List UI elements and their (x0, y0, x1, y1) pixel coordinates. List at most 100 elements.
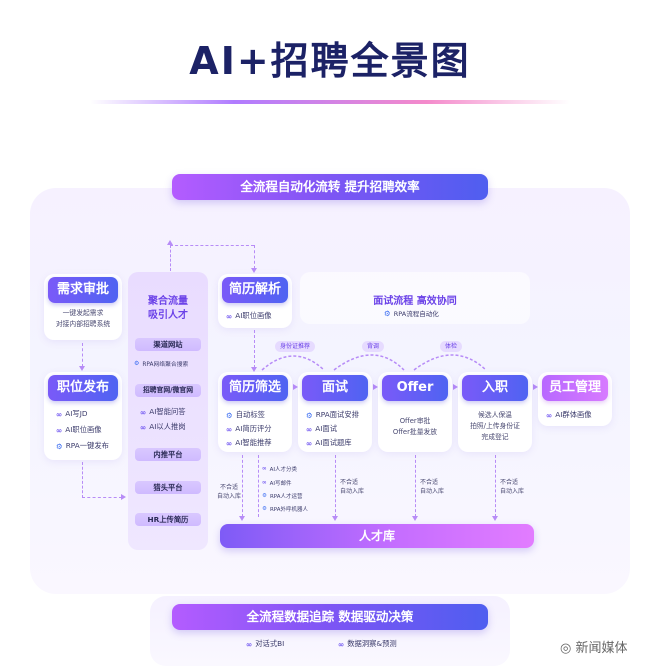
arrow-agg-up (167, 240, 173, 245)
connector-agg-right (170, 245, 254, 246)
arrow-onboard-pool (492, 516, 498, 521)
demand-desc-1: 一键发起需求 (62, 309, 104, 317)
bottom-feature-bi: ∞对话式BI (246, 639, 285, 649)
demand-desc-2: 对接内部招聘系统 (55, 320, 111, 328)
arrow-screen-pool (239, 516, 245, 521)
onboard-card: 入职 候选人保温 拍照/上传身份证 完成登记 (458, 372, 532, 452)
interview-card: 面试 ⚙RPA面试安排 ∞AI面试 ∞AI面试题库 (298, 372, 372, 452)
onboard-desc-3: 完成登记 (481, 433, 509, 441)
banner-top: 全流程自动化流转 提升招聘效率 (172, 174, 488, 200)
post-card: 职位发布 ∞AI写JD ∞AI职位画像 ⚙RPA一键发布 (44, 372, 122, 460)
parse-item: ∞AI职位画像 (226, 311, 272, 321)
demand-card: 需求审批 一键发起需求 对接内部招聘系统 (44, 274, 122, 340)
connector-parse-down (254, 245, 255, 269)
screen-sub-3: ⚙RPA人才运营 (262, 492, 303, 500)
interview-flow-title: 面试流程 高效协同 (373, 296, 457, 307)
connector-post-down (82, 462, 83, 498)
screen-title[interactable]: 简历筛选 (222, 375, 288, 401)
staff-item: ∞AI群体画像 (546, 410, 592, 420)
onboard-desc-1: 候选人保温 (478, 411, 512, 419)
interview-title[interactable]: 面试 (302, 375, 368, 401)
rpa-icon: ⚙ (384, 308, 391, 318)
aggregate-title-2: 吸引人才 (148, 310, 188, 321)
pill-background-check: 背调 (362, 341, 384, 352)
ai-icon: ∞ (306, 438, 313, 448)
staff-title[interactable]: 员工管理 (542, 375, 608, 401)
offer-card: Offer Offer审批 Offer批量发放 (378, 372, 452, 452)
connector-parse-screen (254, 330, 255, 368)
rpa-icon: ⚙ (262, 492, 267, 499)
screen-item-recommend: ∞AI智能推荐 (226, 438, 272, 448)
connector-demand-post (82, 343, 83, 367)
channel-rpa-search: ⚙RPA网络聚合搜索 (134, 359, 189, 368)
offer-desc-2: Offer批量发放 (392, 428, 438, 436)
arrow-interview-offer (373, 384, 378, 390)
talent-pool-banner: 人才库 (220, 524, 534, 548)
ai-icon: ∞ (262, 465, 267, 472)
watermark: ◎ 新闻媒体 (560, 641, 628, 656)
banner-bottom: 全流程数据追踪 数据驱动决策 (172, 604, 488, 630)
reject-label-offer: 不合适 自动入库 (420, 479, 445, 495)
parse-card: 简历解析 ∞AI职位画像 (218, 274, 292, 328)
onboard-title[interactable]: 入职 (462, 375, 528, 401)
onboard-desc-2: 拍照/上传身份证 (470, 422, 520, 430)
ai-icon: ∞ (226, 424, 233, 434)
title-underline (90, 100, 570, 104)
rpa-icon: ⚙ (262, 505, 267, 512)
channel-headhunter[interactable]: 猎头平台 (135, 481, 201, 494)
connector-post-right (82, 497, 122, 498)
process-arcs (261, 354, 487, 371)
pill-physical-exam: 体检 (440, 341, 462, 352)
aggregate-title-1: 聚合流量 (148, 296, 188, 307)
interview-item-rpa: ⚙RPA面试安排 (306, 410, 359, 420)
screen-sub-4: ⚙RPA外呼机器人 (262, 505, 308, 513)
arrow-offer-onboard (453, 384, 458, 390)
arrow-parse (251, 268, 257, 273)
arrow-parse-screen (251, 367, 257, 372)
ai-icon: ∞ (306, 424, 313, 434)
post-item-rpa-publish: ⚙RPA一键发布 (56, 441, 109, 451)
pill-id-recommend: 身份证推荐 (275, 341, 315, 352)
ai-icon: ∞ (226, 438, 233, 448)
post-item-ai-jd: ∞AI写JD (56, 409, 88, 419)
channel-websites[interactable]: 渠道网站 (135, 338, 201, 351)
channel-official-site[interactable]: 招聘官网/微官网 (135, 384, 201, 397)
arrow-screen-interview (293, 384, 298, 390)
channel-referral[interactable]: 内推平台 (135, 448, 201, 461)
staff-card: 员工管理 ∞AI群体画像 (538, 372, 612, 426)
arrow-offer-pool (412, 516, 418, 521)
ai-icon: ∞ (546, 410, 553, 420)
reject-label-interview: 不合适 自动入库 (340, 479, 365, 495)
connector-screen-pool-2 (258, 455, 259, 517)
ai-icon: ∞ (140, 422, 147, 432)
screen-item-tag: ⚙自动标签 (226, 410, 265, 420)
parse-title[interactable]: 简历解析 (222, 277, 288, 303)
official-ai-qa: ∞AI智能问答 (140, 407, 186, 417)
official-ai-match: ∞AI以人推岗 (140, 422, 186, 432)
arrow-interview-pool (332, 516, 338, 521)
offer-desc-1: Offer审批 (399, 417, 431, 425)
bottom-feature-insight: ∞数据洞察&预测 (338, 639, 397, 649)
ai-icon: ∞ (338, 639, 345, 649)
ai-icon: ∞ (56, 425, 63, 435)
channel-hr-upload[interactable]: HR上传简历 (135, 513, 201, 526)
connector-onboard-pool (495, 455, 496, 517)
arrow-onboard-staff (533, 384, 538, 390)
reject-label-onboard: 不合适 自动入库 (500, 479, 525, 495)
ai-icon: ∞ (262, 479, 267, 486)
post-title[interactable]: 职位发布 (48, 375, 118, 401)
connector-screen-pool (242, 455, 243, 517)
connector-interview-pool (335, 455, 336, 517)
arrow-post-aggregate (121, 494, 126, 500)
ai-icon: ∞ (246, 639, 253, 649)
ai-icon: ∞ (56, 409, 63, 419)
aggregate-column: 聚合流量 吸引人才 渠道网站 ⚙RPA网络聚合搜索 招聘官网/微官网 ∞AI智能… (128, 272, 208, 550)
screen-sub-2: ∞AI写邮件 (262, 479, 292, 487)
screen-sub-1: ∞AI人才分类 (262, 465, 297, 473)
screen-card: 简历筛选 ⚙自动标签 ∞AI简历评分 ∞AI智能推荐 (218, 372, 292, 452)
offer-title[interactable]: Offer (382, 375, 448, 401)
page-title: AI+招聘全景图 (189, 39, 471, 83)
demand-title[interactable]: 需求审批 (48, 277, 118, 303)
ai-icon: ∞ (140, 407, 147, 417)
weibo-icon: ◎ (560, 641, 572, 656)
